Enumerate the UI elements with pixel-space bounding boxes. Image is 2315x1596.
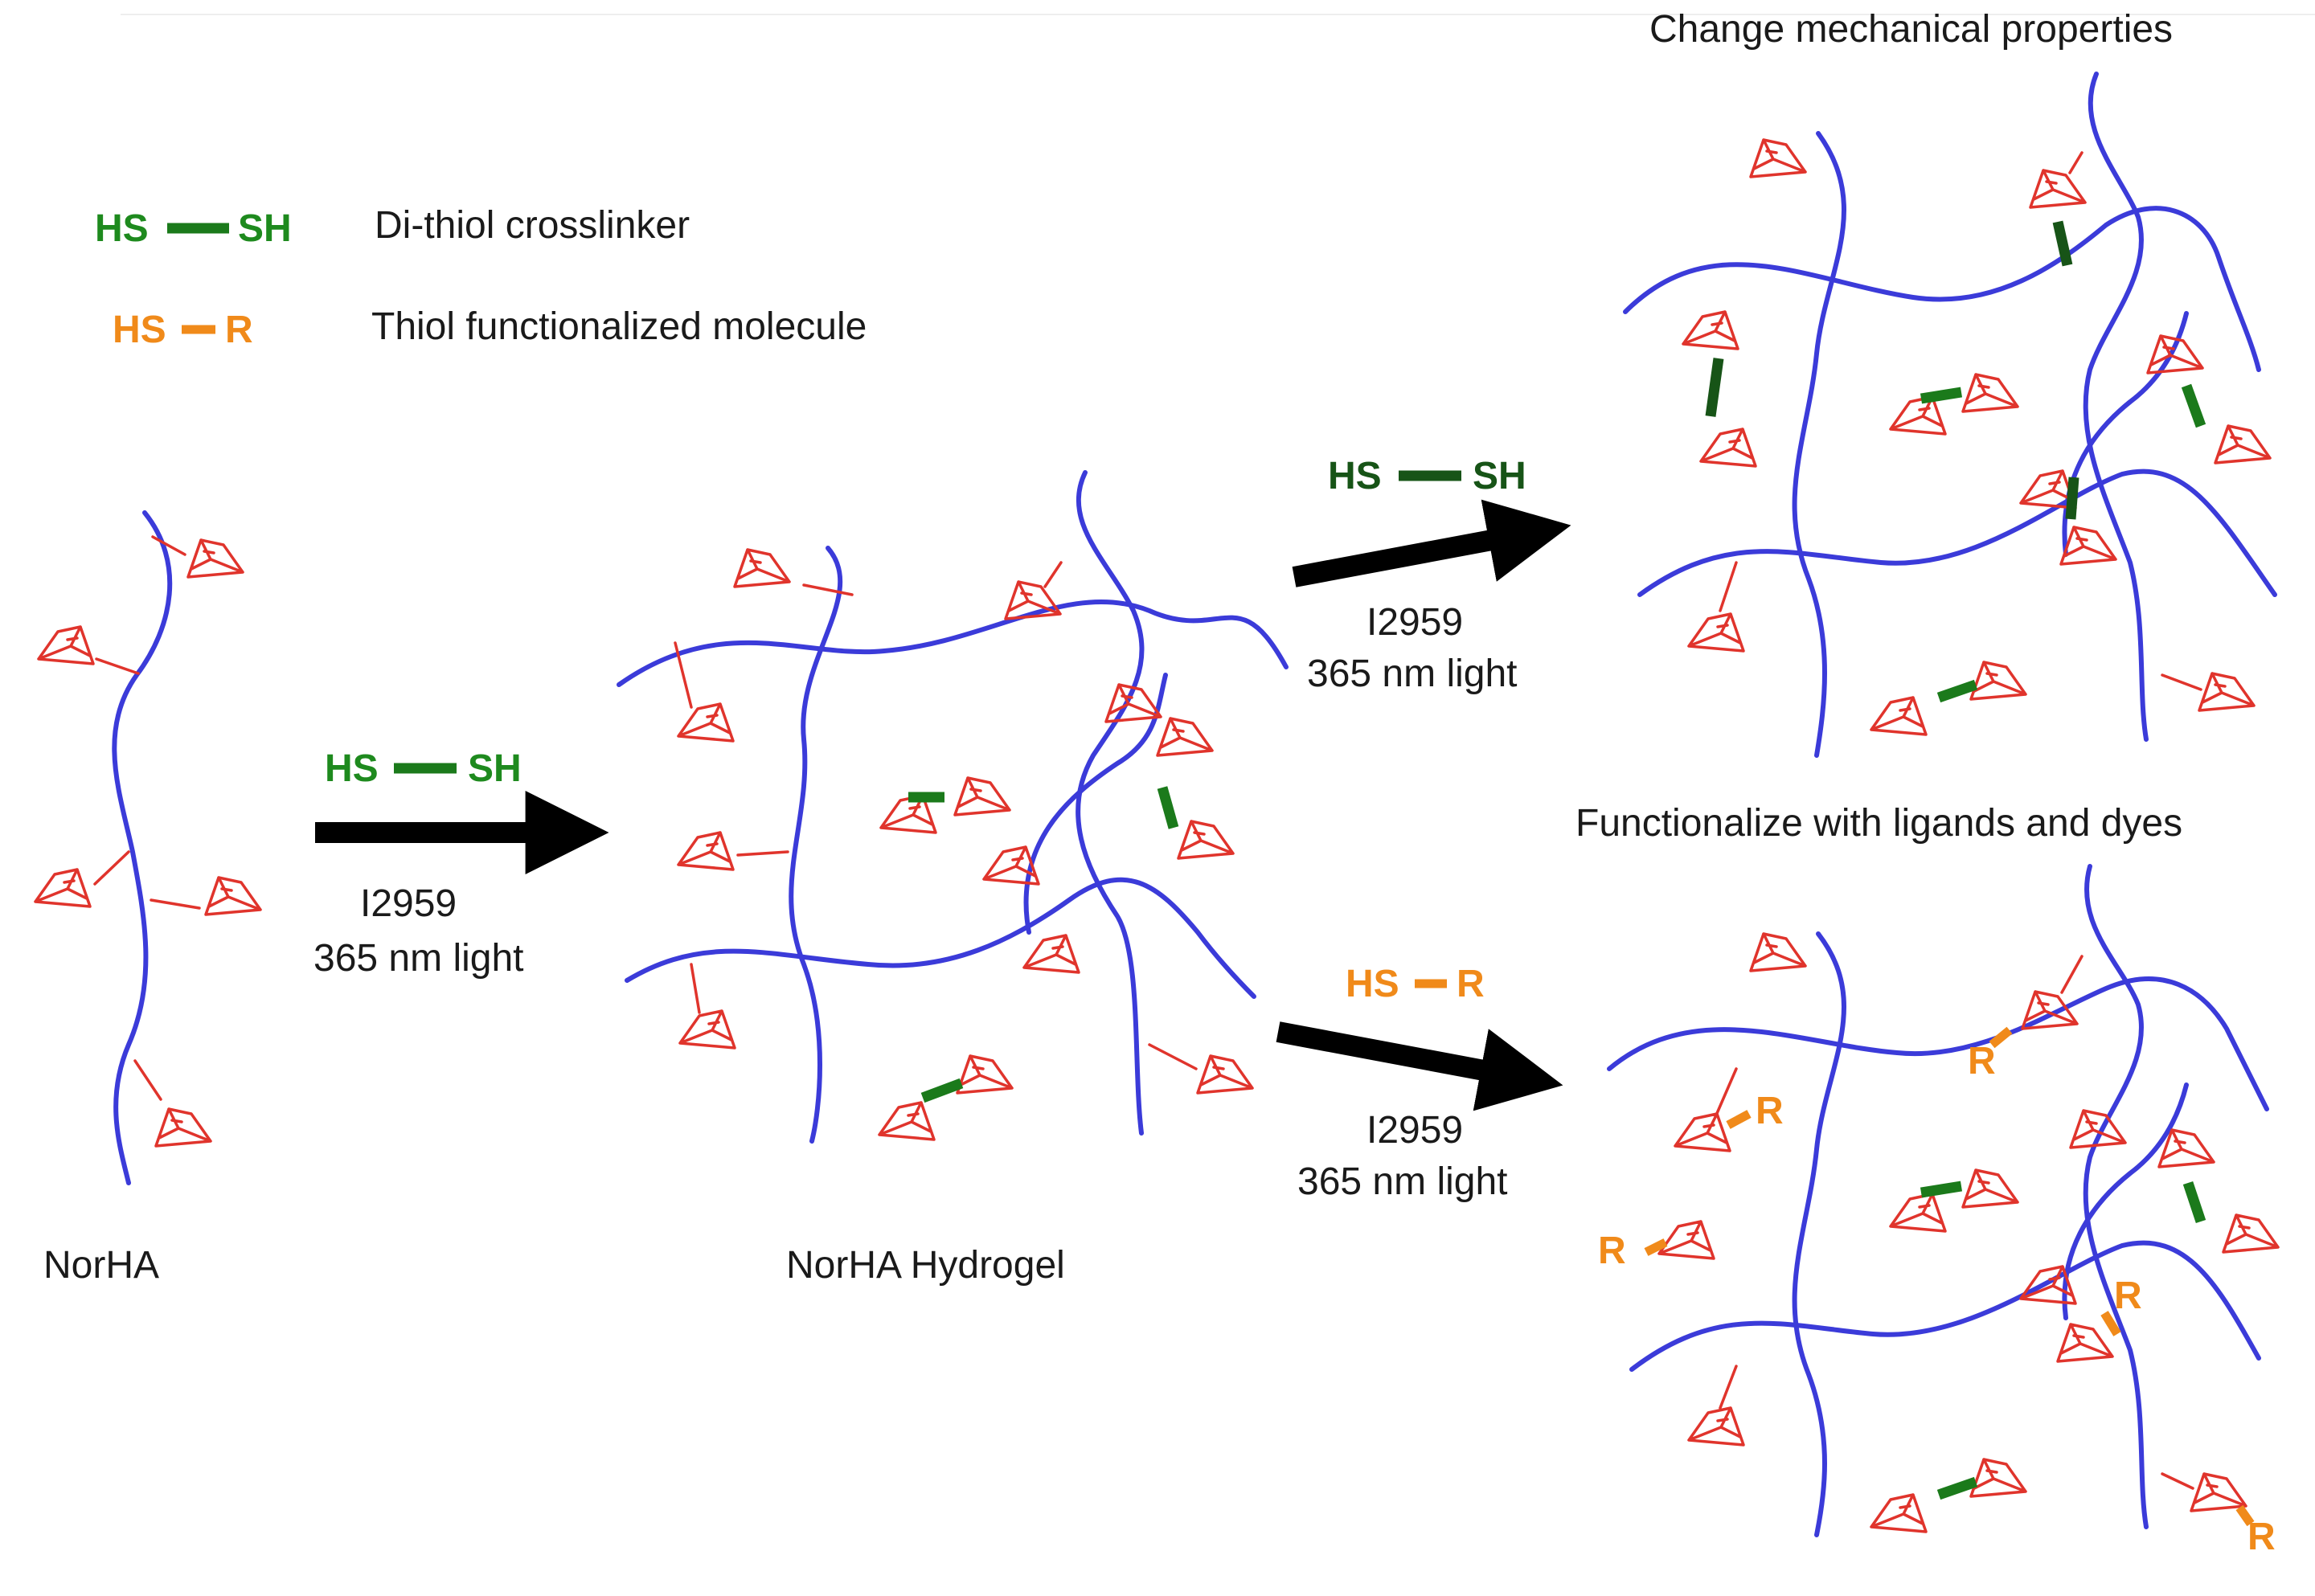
step1-condition-2: 365 nm light <box>313 937 524 980</box>
r-group-label: R <box>1756 1090 1784 1132</box>
hydrogel-chain <box>617 599 1289 687</box>
crosslinked-network: Change mechanical properties <box>1623 8 2277 758</box>
bottom-outcome-label: Functionalize with ligands and dyes <box>1575 802 2182 845</box>
norbornene-group <box>674 548 1254 1141</box>
norbornene-group <box>1644 932 2280 1533</box>
legend-crosslinker-left: HS <box>95 207 149 250</box>
step2-top-reagent-right: SH <box>1473 455 1526 497</box>
step2-bottom-arrow-shaft <box>1276 1021 1563 1111</box>
step2-bottom-condition-1: I2959 <box>1366 1109 1463 1152</box>
network-chain <box>1792 931 1846 1537</box>
norbornene-group <box>1682 138 2272 736</box>
step2-top-condition-2: 365 nm light <box>1307 653 1518 695</box>
network-chain <box>2083 72 2149 742</box>
legend-thiol-molecule: HS R Thiol functionalized molecule <box>113 305 867 351</box>
legend-thiol-right: R <box>225 309 253 351</box>
functionalized-network: Functionalize with ligands and dyes <box>1575 802 2280 1558</box>
network-chain <box>2062 1082 2189 1320</box>
step1-arrow: HS SH I2959 365 nm light <box>313 747 609 980</box>
norbornene-group <box>34 535 262 1148</box>
r-group-label: R <box>2247 1516 2276 1558</box>
hydrogel-chain <box>1076 470 1145 1136</box>
r-group-label: R <box>2114 1275 2142 1317</box>
r-group-label: R <box>1598 1230 1626 1272</box>
network-chain <box>1629 1240 2261 1372</box>
step1-condition-1: I2959 <box>360 882 457 925</box>
legend-thiol-left: HS <box>113 309 166 351</box>
norha-molecule: NorHA <box>34 510 262 1287</box>
norha-label: NorHA <box>43 1244 159 1287</box>
step2-bottom-reagent-left: HS <box>1346 963 1399 1005</box>
network-chain <box>1607 976 2269 1111</box>
top-outcome-label: Change mechanical properties <box>1649 8 2173 51</box>
step2-bottom-reagent-right: R <box>1457 963 1485 1005</box>
step2-bottom-arrow: HS R I2959 365 nm light <box>1276 963 1563 1203</box>
hydrogel-label: NorHA Hydrogel <box>786 1244 1065 1287</box>
norha-chain <box>112 510 173 1185</box>
hydrogel-chain <box>625 877 1256 999</box>
step2-top-arrow: HS SH I2959 365 nm light <box>1292 455 1571 695</box>
r-group-label: R <box>1968 1040 1996 1082</box>
norha-hydrogel-network: NorHA Hydrogel <box>617 470 1289 1287</box>
legend-crosslinker: HS SH Di-thiol crosslinker <box>95 204 690 250</box>
network-chain <box>1623 206 2261 372</box>
network-chain <box>1637 469 2277 597</box>
legend-thiol-label: Thiol functionalized molecule <box>371 305 867 348</box>
step2-bottom-condition-2: 365 nm light <box>1297 1160 1508 1203</box>
legend-crosslinker-label: Di-thiol crosslinker <box>375 204 690 247</box>
legend: HS SH Di-thiol crosslinker HS R Thiol fu… <box>95 204 867 351</box>
legend-crosslinker-right: SH <box>238 207 292 250</box>
step1-reagent-right: SH <box>468 747 522 790</box>
hydrogel-chain <box>1023 673 1168 935</box>
hydrogel-chain <box>789 546 843 1144</box>
step2-top-arrow-shaft <box>1292 499 1571 587</box>
network-chain <box>2083 864 2149 1529</box>
step1-reagent-left: HS <box>325 747 379 790</box>
step2-top-reagent-left: HS <box>1328 455 1382 497</box>
network-chain <box>1792 131 1846 758</box>
step2-top-condition-1: I2959 <box>1366 601 1463 644</box>
